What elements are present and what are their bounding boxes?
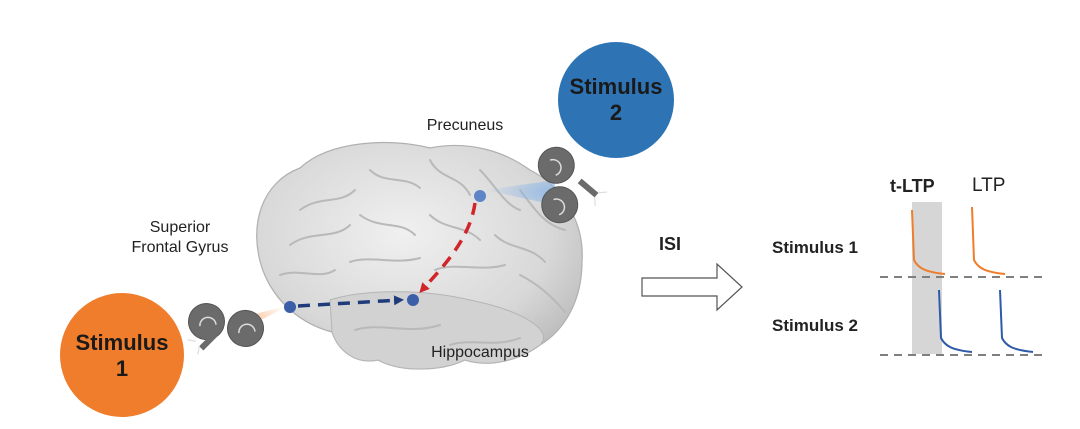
stimulus-2-line1: Stimulus [569, 74, 663, 99]
row-label-stimulus-1: Stimulus 1 [772, 238, 858, 257]
sfg-line2: Frontal Gyrus [131, 239, 229, 256]
stimulus-2-line2: 2 [609, 100, 623, 125]
isi-arrow [641, 262, 743, 312]
stimulation-glow-2 [485, 180, 555, 205]
col-header-t-ltp: t-LTP [890, 176, 935, 196]
trace-row1-ltp [971, 206, 1006, 275]
tms-coil-icon [537, 146, 607, 224]
stimulus-2-label: Stimulus 2 [566, 74, 666, 126]
tms-coil-icon [187, 303, 264, 355]
stimulus-1-circle [60, 293, 184, 417]
trace-row1-tltp [911, 209, 946, 275]
trace-panel [880, 202, 1042, 356]
brain-illustration [256, 141, 583, 370]
label-hippocampus: Hippocampus [431, 344, 529, 361]
path-precuneus-to-hippocampus [419, 202, 477, 293]
sfg-line1: Superior [149, 219, 211, 236]
stimulus-1-line2: 1 [115, 356, 129, 381]
trace-row2-ltp [999, 289, 1034, 353]
label-superior-frontal-gyrus: Superior Frontal Gyrus [110, 218, 250, 258]
trace-row2-tltp [938, 289, 973, 353]
path-sfg-to-hippocampus [297, 295, 404, 308]
label-isi: ISI [659, 234, 682, 254]
stimulus-1-line1: Stimulus [75, 330, 169, 355]
row-label-stimulus-2: Stimulus 2 [772, 316, 858, 335]
hippocampus-point [407, 294, 419, 306]
stimulus-1-label: Stimulus 1 [72, 330, 172, 382]
label-precuneus: Precuneus [426, 117, 504, 134]
precuneus-point [474, 190, 486, 202]
stimulus-2-circle [558, 42, 674, 158]
col-header-ltp: LTP [972, 175, 1006, 196]
sfg-point [284, 301, 296, 313]
